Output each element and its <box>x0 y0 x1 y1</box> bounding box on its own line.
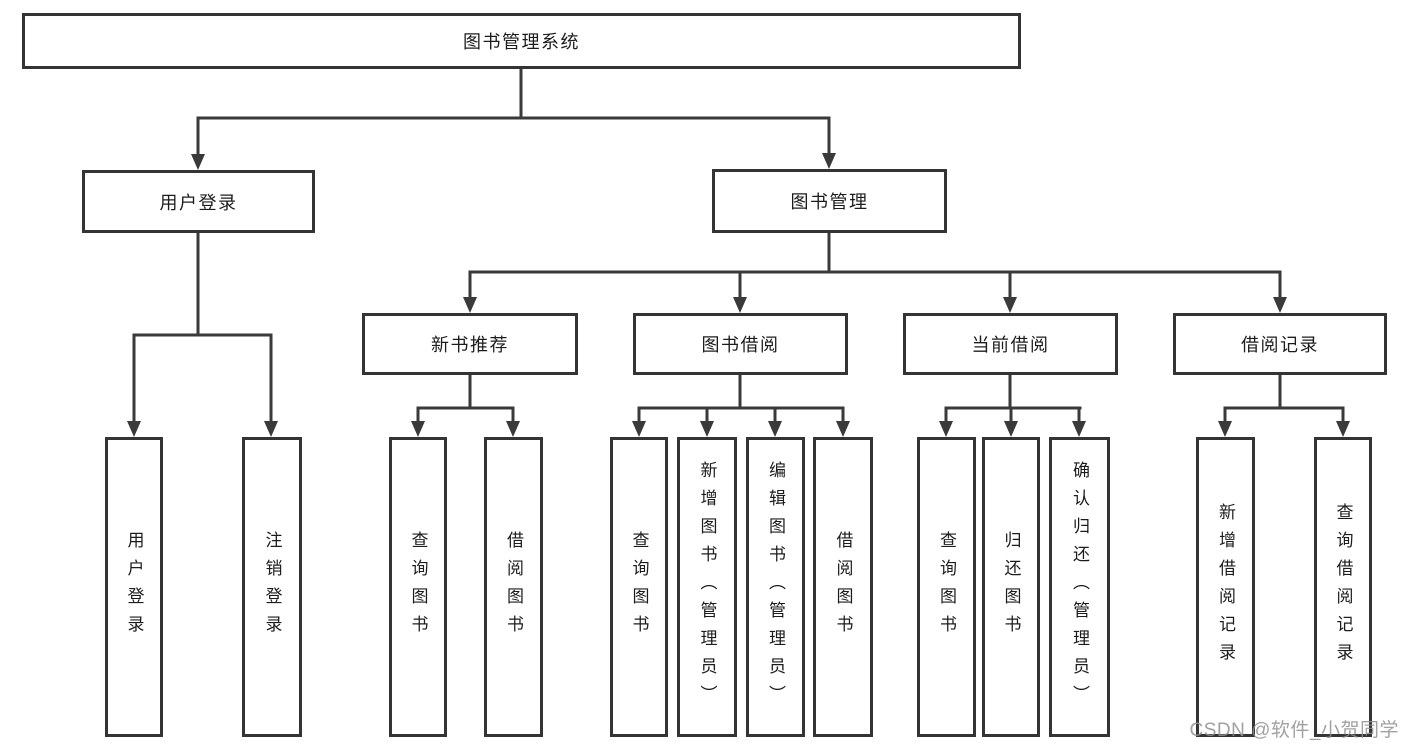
leaf-user-login: 用户登录 <box>105 437 163 737</box>
node-book-borrowing: 图书借阅 <box>633 313 848 375</box>
leaf-query-borrow-record: 查询借阅记录 <box>1314 437 1372 737</box>
leaf-return-books: 归还图书 <box>982 437 1040 737</box>
leaf-add-borrow-record: 新增借阅记录 <box>1196 437 1255 737</box>
leaf-borrow-books: 借阅图书 <box>813 437 873 737</box>
leaf-borrow-books-label: 借阅图书 <box>833 531 853 643</box>
node-borrowing-records: 借阅记录 <box>1173 313 1387 375</box>
node-user-login-branch: 用户登录 <box>82 170 315 233</box>
leaf-add-books-admin: 新增图书（管理员） <box>677 437 737 737</box>
leaf-query-borrow-record-label: 查询借阅记录 <box>1333 503 1353 671</box>
leaf-confirm-return-admin-label: 确认归还（管理员） <box>1070 461 1089 713</box>
leaf-logout: 注销登录 <box>242 437 302 737</box>
leaf-add-borrow-record-label: 新增借阅记录 <box>1216 503 1235 671</box>
leaf-logout-label: 注销登录 <box>262 531 282 643</box>
leaf-edit-books-admin: 编辑图书（管理员） <box>746 437 805 737</box>
leaf-edit-books-admin-label: 编辑图书（管理员） <box>766 461 785 713</box>
leaf-borrow-books-recommend: 借阅图书 <box>484 437 543 737</box>
leaf-borrow-books-recommend-label: 借阅图书 <box>504 531 523 643</box>
leaf-confirm-return-admin: 确认归还（管理员） <box>1049 437 1110 737</box>
leaf-user-login-label: 用户登录 <box>124 531 144 643</box>
leaf-query-books-recommend: 查询图书 <box>389 437 447 737</box>
node-book-management: 图书管理 <box>712 169 947 233</box>
leaf-add-books-admin-label: 新增图书（管理员） <box>697 461 717 713</box>
node-new-book-recommendation: 新书推荐 <box>362 313 578 375</box>
node-current-borrowing: 当前借阅 <box>903 313 1118 375</box>
leaf-query-books-current-label: 查询图书 <box>937 531 956 643</box>
leaf-query-books-current: 查询图书 <box>917 437 976 737</box>
node-root: 图书管理系统 <box>22 13 1021 69</box>
leaf-query-books-recommend-label: 查询图书 <box>408 531 428 643</box>
leaf-return-books-label: 归还图书 <box>1001 531 1021 643</box>
leaf-query-books-borrowing-label: 查询图书 <box>629 531 649 643</box>
leaf-query-books-borrowing: 查询图书 <box>610 437 668 737</box>
csdn-watermark: CSDN @软件_小贺同学 <box>1189 720 1399 741</box>
